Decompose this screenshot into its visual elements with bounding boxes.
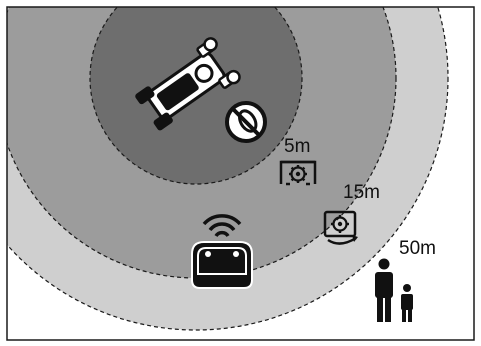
zone-label-5m: 5m: [284, 136, 310, 157]
zone-label-15m: 15m: [343, 182, 380, 203]
adult-and-child-icon: [375, 259, 413, 323]
zone-label-50m: 50m: [399, 238, 436, 259]
no-hands-prohibition-icon: [227, 103, 265, 141]
